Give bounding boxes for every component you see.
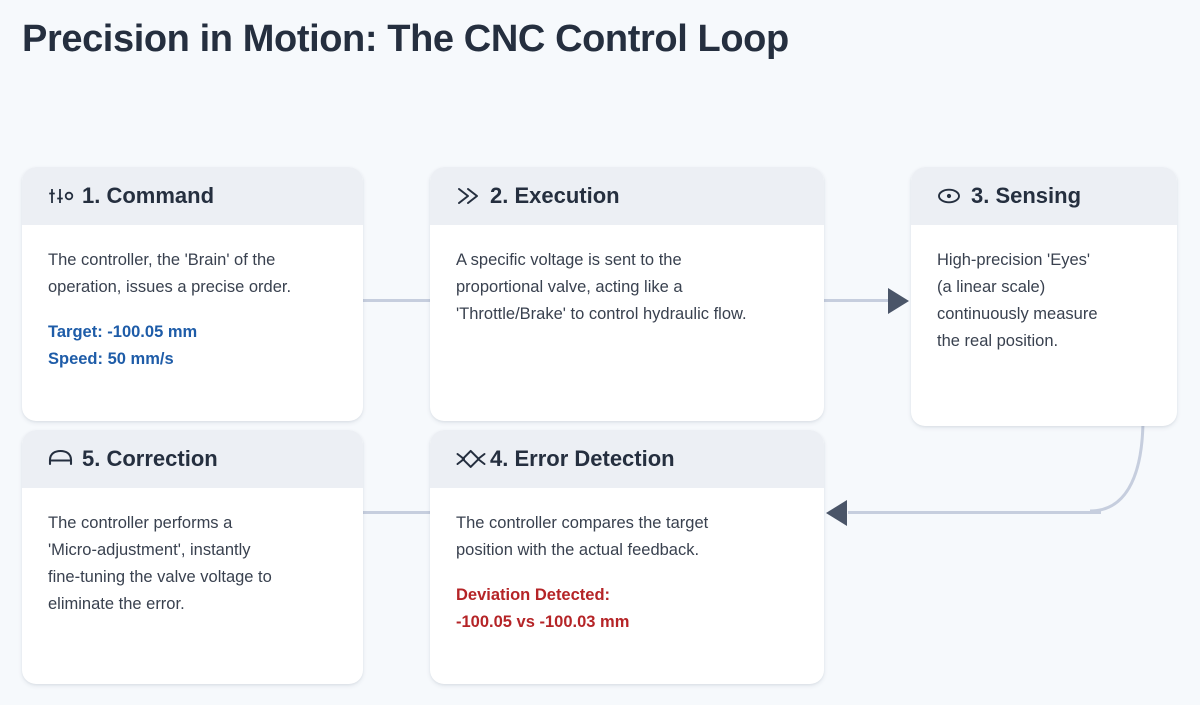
arch-tune-icon [48,447,78,471]
card-header-sensing: 3. Sensing [911,167,1177,225]
card-body-command: The controller, the 'Brain' of the opera… [22,225,363,391]
connector-command-to-execution [363,299,430,302]
connector-error-to-correction [363,511,430,514]
card-title-correction: 5. Correction [82,446,218,471]
card-title-error-detection: 4. Error Detection [490,446,675,471]
card-description-sensing: High-precision 'Eyes' (a linear scale) c… [937,251,1098,350]
step-card-correction[interactable]: 5. Correction The controller performs a … [22,430,363,684]
card-body-sensing: High-precision 'Eyes' (a linear scale) c… [911,225,1177,373]
card-header-error-detection: 4. Error Detection [430,430,824,488]
sliders-icon [48,184,78,208]
connector-curve-sensing-to-error [1090,418,1145,513]
card-header-command: 1. Command [22,167,363,225]
connector-line-sensing-to-error [848,511,1101,514]
step-card-command[interactable]: 1. Command The controller, the 'Brain' o… [22,167,363,421]
card-header-execution: 2. Execution [430,167,824,225]
step-card-execution[interactable]: 2. Execution A specific voltage is sent … [430,167,824,421]
card-title-command: 1. Command [82,183,215,208]
connector-execution-to-sensing [824,299,890,302]
arrowhead-to-sensing [888,288,909,314]
step-card-sensing[interactable]: 3. Sensing High-precision 'Eyes' (a line… [911,167,1177,426]
card-title-sensing: 3. Sensing [971,183,1082,208]
card-body-execution: A specific voltage is sent to the propor… [430,225,824,346]
card-description-command: The controller, the 'Brain' of the opera… [48,251,292,296]
eye-icon [937,184,967,208]
card-metric-error-detection: Deviation Detected: -100.05 vs -100.03 m… [456,586,630,631]
double-chevron-right-icon [456,184,486,208]
card-header-correction: 5. Correction [22,430,363,488]
page-title: Precision in Motion: The CNC Control Loo… [22,18,789,60]
step-card-error-detection[interactable]: 4. Error Detection The controller compar… [430,430,824,684]
card-description-correction: The controller performs a 'Micro-adjustm… [48,514,272,613]
diamond-compare-icon [456,447,486,471]
card-metric-command: Target: -100.05 mm Speed: 50 mm/s [48,323,198,368]
arrowhead-to-error-detection [826,500,847,526]
card-body-error-detection: The controller compares the target posit… [430,488,824,654]
card-title-execution: 2. Execution [490,183,620,208]
card-description-error-detection: The controller compares the target posit… [456,514,709,559]
card-body-correction: The controller performs a 'Micro-adjustm… [22,488,363,636]
card-description-execution: A specific voltage is sent to the propor… [456,251,747,323]
